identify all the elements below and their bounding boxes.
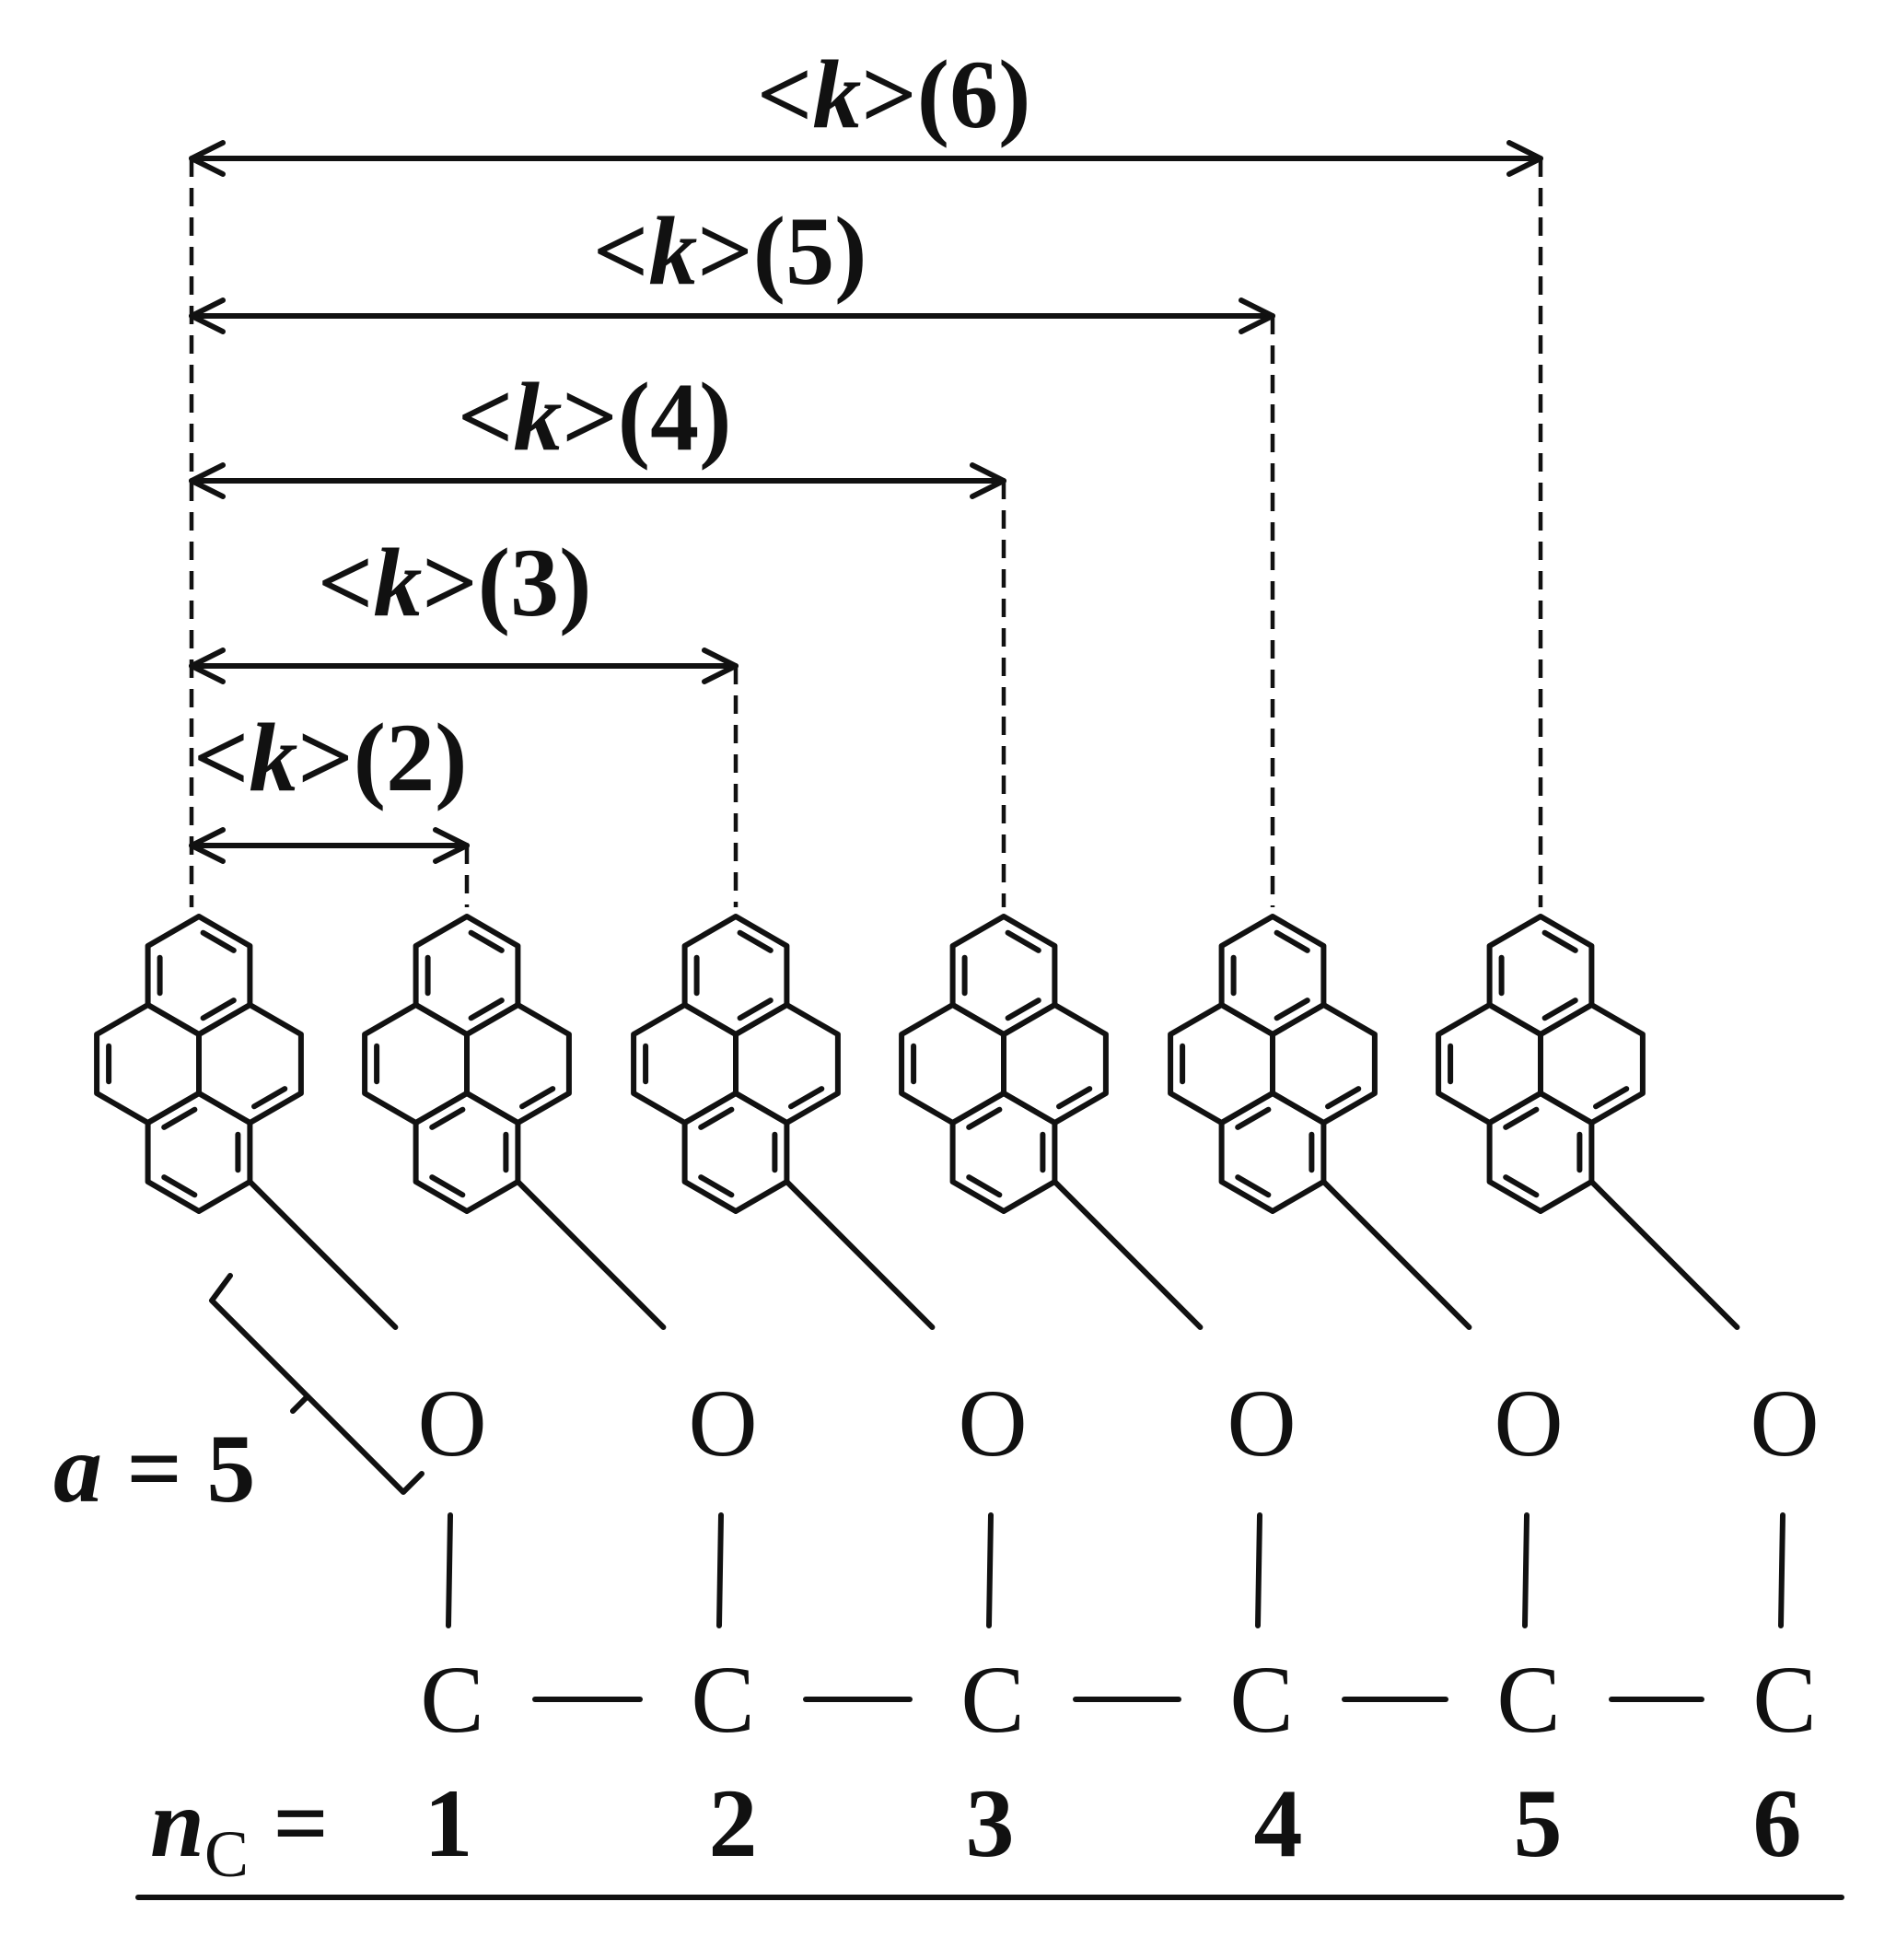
- carbon-atom: C: [691, 1647, 754, 1753]
- oxygen-carbon-bond: [986, 1512, 994, 1628]
- double-bond-mark: [1005, 929, 1041, 953]
- carbon-number: 3: [966, 1769, 1015, 1877]
- double-bond-mark: [1593, 1086, 1630, 1110]
- carbon-atom: C: [1496, 1647, 1560, 1753]
- linker-bond: [1320, 1179, 1472, 1330]
- oxygen-carbon-bond: [1522, 1512, 1530, 1628]
- double-bond-mark: [468, 929, 505, 953]
- double-bond-mark: [251, 1086, 288, 1110]
- double-bond-mark: [698, 1106, 735, 1130]
- dashed-guides: [189, 158, 1543, 907]
- pyrene-unit: [1168, 914, 1378, 1214]
- pyrene-ring: [145, 1091, 253, 1214]
- carbon-number: 6: [1753, 1769, 1802, 1877]
- oxygen-atom: O: [688, 1371, 757, 1476]
- oxygen-carbon-bond: [1778, 1512, 1785, 1628]
- double-bond-mark: [200, 998, 237, 1021]
- double-bond-mark: [161, 1174, 198, 1198]
- arrowhead-left: [189, 140, 226, 177]
- linker-bond: [1052, 1179, 1204, 1330]
- carbon-chain: O C O C O C O C O C O C: [417, 1371, 1819, 1753]
- double-bond-mark: [1325, 1086, 1362, 1110]
- distance-labels: <k>(2) <k>(3) <k>(4) <k>(5) <k>(6): [193, 41, 1030, 811]
- oxygen-carbon-bond: [716, 1512, 724, 1628]
- double-bond-mark: [698, 1174, 735, 1198]
- distance-label: <k>(2): [193, 704, 467, 811]
- oxygen-atom: O: [417, 1371, 486, 1476]
- pyrene-ring: [1486, 1091, 1595, 1214]
- double-bond-mark: [737, 929, 774, 953]
- oxygen-carbon-bond: [446, 1512, 453, 1628]
- pyrene-ring: [1218, 1091, 1327, 1214]
- double-bond-mark: [1274, 929, 1310, 953]
- double-bond-mark: [966, 1106, 1003, 1130]
- pyrene-unit: [362, 914, 572, 1214]
- oxygen-atom: O: [1227, 1371, 1296, 1476]
- pyrene-unit: [899, 914, 1109, 1214]
- oxygen-atom: O: [1494, 1371, 1563, 1476]
- double-bond-mark: [1503, 1106, 1540, 1130]
- arrowhead-right: [1506, 140, 1543, 177]
- double-bond-mark: [737, 998, 774, 1021]
- arrowhead-right: [970, 462, 1006, 499]
- double-bond-mark: [429, 1106, 466, 1130]
- oxygen-atom: O: [1750, 1371, 1819, 1476]
- double-bond-mark: [1274, 998, 1310, 1021]
- oxygen-carbon-bond: [1255, 1512, 1262, 1628]
- linker-bond: [784, 1179, 936, 1330]
- linker-bond: [247, 1179, 399, 1330]
- carbon-number: 4: [1254, 1769, 1303, 1877]
- carbon-atom: C: [1229, 1647, 1293, 1753]
- spacer-bracket-tick: [290, 1394, 310, 1414]
- oxygen-atom: O: [958, 1371, 1027, 1476]
- carbon-atom: C: [420, 1647, 483, 1753]
- carbon-number: 5: [1514, 1769, 1563, 1877]
- arrowhead-left: [189, 827, 226, 864]
- pyrene-ring: [949, 1091, 1058, 1214]
- double-bond-mark: [788, 1086, 825, 1110]
- double-bond-mark: [966, 1174, 1003, 1198]
- linker-bond: [515, 1179, 667, 1330]
- carbon-number: 2: [709, 1769, 758, 1877]
- double-bond-mark: [1235, 1106, 1272, 1130]
- pyrene-oxygen-links: [247, 1179, 1740, 1330]
- double-bond-mark: [1541, 998, 1578, 1021]
- pyrene-unit: [1436, 914, 1646, 1214]
- carbon-count-label: nC =: [150, 1769, 329, 1891]
- double-bond-mark: [519, 1086, 556, 1110]
- arrowhead-left: [189, 462, 226, 499]
- carbon-atom: C: [960, 1647, 1024, 1753]
- double-bond-mark: [429, 1174, 466, 1198]
- pyrene-unit: [631, 914, 841, 1214]
- arrowhead-right: [702, 648, 739, 684]
- pyrene-units: [94, 914, 1646, 1214]
- arrowhead-right: [433, 827, 470, 864]
- distance-label: <k>(5): [593, 197, 867, 305]
- double-bond-mark: [1235, 1174, 1272, 1198]
- carbon-number-row: nC = 1 2 3 4 5 6: [135, 1769, 1844, 1900]
- arrowhead-left: [189, 298, 226, 334]
- distance-label: <k>(4): [458, 363, 731, 471]
- double-bond-mark: [1503, 1174, 1540, 1198]
- distance-arrows: [189, 140, 1543, 864]
- linker-bond: [1588, 1179, 1740, 1330]
- carbon-number: 1: [425, 1769, 473, 1877]
- pyrene-ring: [413, 1091, 521, 1214]
- double-bond-mark: [1005, 998, 1041, 1021]
- double-bond-mark: [200, 929, 237, 953]
- pyrene-unit: [94, 914, 304, 1214]
- double-bond-mark: [1541, 929, 1578, 953]
- pyrene-ring: [681, 1091, 790, 1214]
- double-bond-mark: [1056, 1086, 1093, 1110]
- arrowhead-right: [1239, 298, 1275, 334]
- distance-label: <k>(6): [757, 41, 1030, 148]
- double-bond-mark: [161, 1106, 198, 1130]
- spacer-label: a = 5: [53, 1415, 255, 1522]
- spacer-bracket: a = 5: [53, 1273, 425, 1522]
- arrowhead-left: [189, 648, 226, 684]
- double-bond-mark: [468, 998, 505, 1021]
- carbon-atom: C: [1752, 1647, 1816, 1753]
- distance-label: <k>(3): [318, 529, 591, 636]
